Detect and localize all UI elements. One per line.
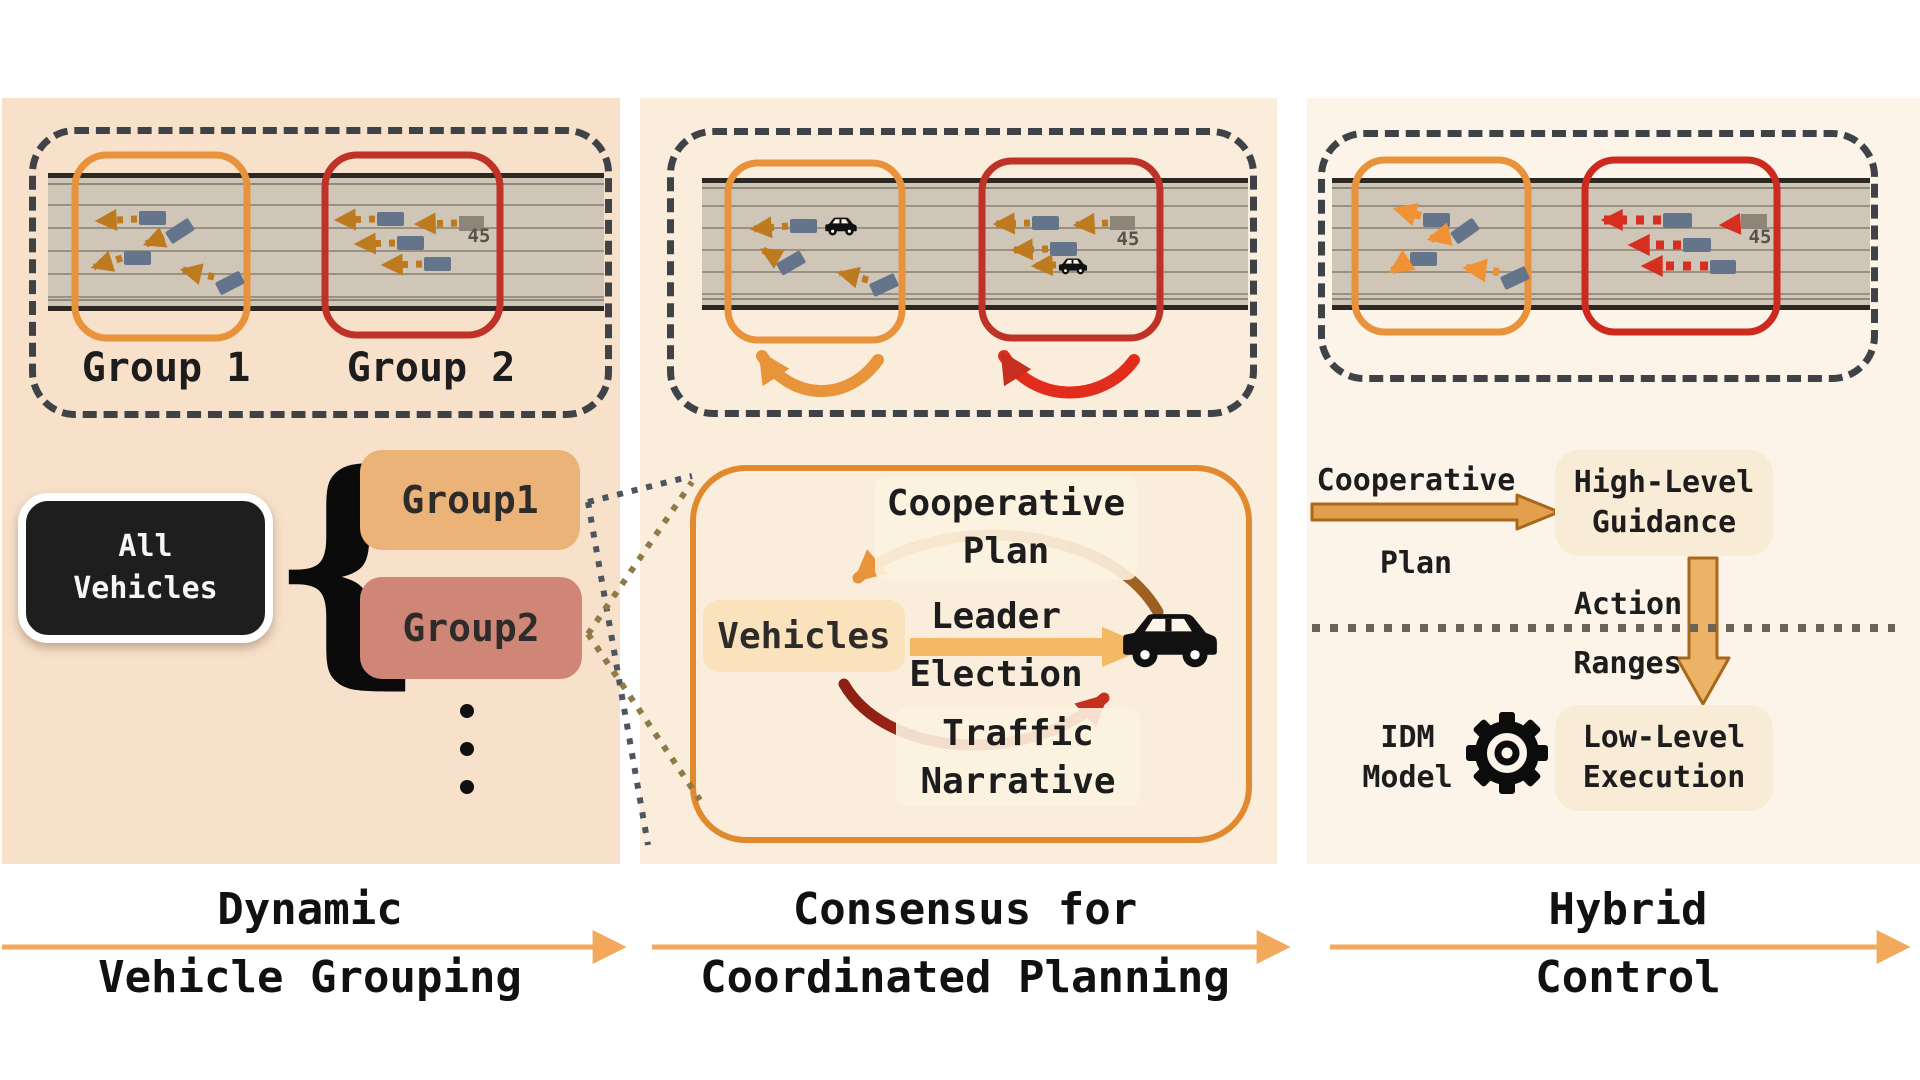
- scene-frame: [1318, 130, 1878, 382]
- scene-frame: [667, 128, 1257, 417]
- panel-hybrid-control: 45 Cooperative Plan: [1307, 98, 1920, 864]
- intent-arrow-icons: [90, 208, 458, 285]
- all-vehicles-line2: Vehicles: [73, 571, 218, 606]
- group1-frame: [71, 151, 251, 342]
- intent-arrow-icons: [749, 212, 1109, 289]
- low-level-execution-box: Low-Level Execution: [1555, 705, 1773, 811]
- speed-sign-label: 45: [1748, 226, 1772, 248]
- ellipsis-dot: [460, 742, 474, 756]
- leader-label: Leader: [930, 596, 1062, 637]
- leader-election-arrow: [910, 627, 1150, 667]
- cooperative-plan-arrow: [1310, 493, 1561, 531]
- stage2-caption-line1: Consensus for: [792, 884, 1138, 935]
- group2-intent-arrows: [1600, 209, 1742, 277]
- high-level-guidance-box: High-Level Guidance: [1555, 450, 1773, 556]
- cooperative-label: Cooperative: [1316, 463, 1516, 498]
- action-ranges-arrow: [1675, 556, 1731, 706]
- flow-arrows: [1310, 493, 1895, 794]
- gear-icon: [1466, 712, 1548, 794]
- election-label: Election: [909, 654, 1083, 695]
- group2-frame: [321, 151, 504, 339]
- scene-frame: [29, 127, 612, 418]
- group1-frame: [724, 159, 906, 344]
- all-vehicles-box: All Vehicles: [18, 493, 273, 643]
- group2-label: Group 2: [346, 345, 516, 391]
- group2-frame: [978, 157, 1164, 342]
- ranges-label: Ranges: [1573, 646, 1682, 681]
- vehicle-icons: [776, 216, 1077, 297]
- vehicles-box: Vehicles: [703, 600, 905, 672]
- group1-chip: Group1: [360, 450, 580, 550]
- speed-sign: [459, 216, 484, 231]
- speed-sign: [1110, 216, 1135, 230]
- consensus-cycle-box: [690, 465, 1252, 843]
- vehicle-icons: [124, 211, 451, 295]
- brace-icon: {: [268, 419, 428, 710]
- group1-frame: [1351, 156, 1532, 336]
- group2-frame: [1581, 156, 1781, 336]
- speed-sign: [1741, 214, 1767, 229]
- stage3-caption-line1: Hybrid: [1548, 884, 1708, 935]
- panel-consensus-coordinated-planning: 45 Cooperative Plan Vehicles Leader Elec…: [640, 98, 1277, 864]
- leader-car-icon: [1120, 603, 1220, 669]
- group1-label: Group 1: [81, 345, 251, 391]
- all-vehicles-line1: All: [118, 529, 173, 564]
- ellipsis-dot: [460, 704, 474, 718]
- stage-arrows: [2, 930, 1911, 964]
- road: [702, 178, 1248, 310]
- stage2-caption-line2: Coordinated Planning: [700, 952, 1230, 1003]
- stage1-caption-line2: Vehicle Grouping: [98, 952, 522, 1003]
- road-scene-illustration: [702, 157, 1248, 399]
- speed-sign-label: 45: [467, 225, 491, 247]
- stage1-caption-line1: Dynamic: [217, 884, 403, 935]
- road-scene-illustration: [48, 151, 604, 342]
- ellipsis-dot: [460, 780, 474, 794]
- group-consensus-arcs: [756, 350, 1140, 399]
- stage3-caption-line2: Control: [1535, 952, 1721, 1003]
- road: [1332, 178, 1870, 310]
- idm-model-label: IDM Model: [1362, 720, 1453, 795]
- panel-dynamic-vehicle-grouping: 45 Group 1 Group 2 All Vehicles { Group1…: [2, 98, 620, 864]
- zoom-link-lines: [585, 473, 703, 846]
- group2-chip: Group2: [360, 577, 582, 679]
- traffic-narrative-label: Traffic Narrative: [896, 708, 1140, 806]
- plan-label: Plan: [1379, 546, 1453, 581]
- action-label: Action: [1573, 587, 1683, 622]
- road-scene-illustration: [1332, 156, 1870, 336]
- speed-sign-label: 45: [1116, 228, 1140, 250]
- group1-intent-arrows: [1388, 202, 1500, 283]
- cooperative-plan-label: Cooperative Plan: [875, 476, 1137, 580]
